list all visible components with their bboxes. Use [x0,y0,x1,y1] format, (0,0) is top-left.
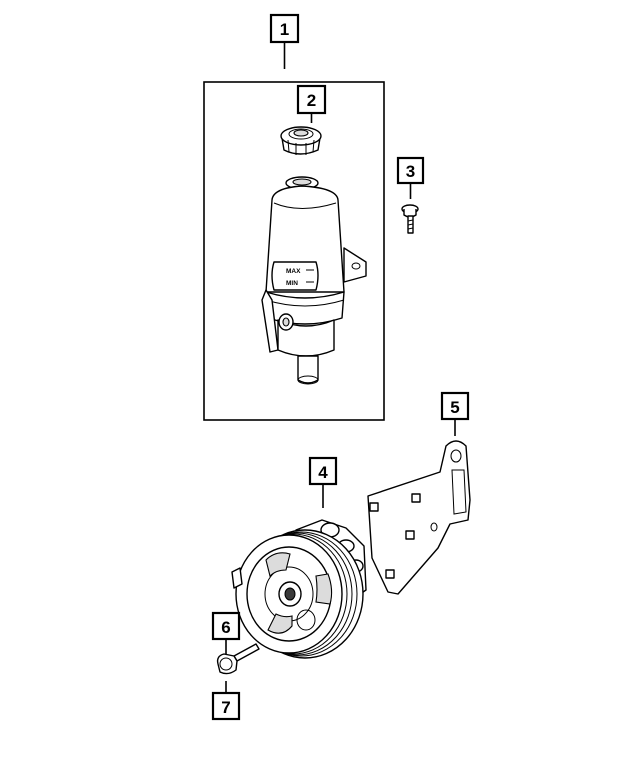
callout-7[interactable]: 7 [211,691,241,721]
callout-6-label: 6 [221,618,230,637]
callout-5-box [440,391,470,421]
callout-4-label: 4 [318,463,328,482]
max-label: MAX [286,268,301,275]
callout-7-box [211,691,241,721]
callout-4[interactable]: 4 [308,456,338,486]
callout-2-label: 2 [307,91,316,110]
callout-5-label: 5 [450,398,459,417]
callout-5[interactable]: 5 [440,391,470,421]
callout-7-label: 7 [221,698,230,717]
power-steering-pump [231,519,367,659]
callout-1-label: 1 [280,20,289,39]
callout-3-box [396,156,425,185]
callout-6[interactable]: 6 [211,611,241,641]
mounting-bracket [367,440,471,595]
reservoir-body: MAX MIN [261,176,367,385]
callout-3-label: 3 [406,162,415,181]
callout-2[interactable]: 2 [296,84,327,115]
reservoir-group-frame [203,81,385,421]
callout-3[interactable]: 3 [396,156,425,185]
callout-2-box [296,84,327,115]
flange-bolt [401,204,419,234]
callout-1[interactable]: 1 [269,13,300,44]
min-label: MIN [286,280,298,287]
reservoir-cap [280,126,322,155]
pump-bolt [216,643,260,675]
